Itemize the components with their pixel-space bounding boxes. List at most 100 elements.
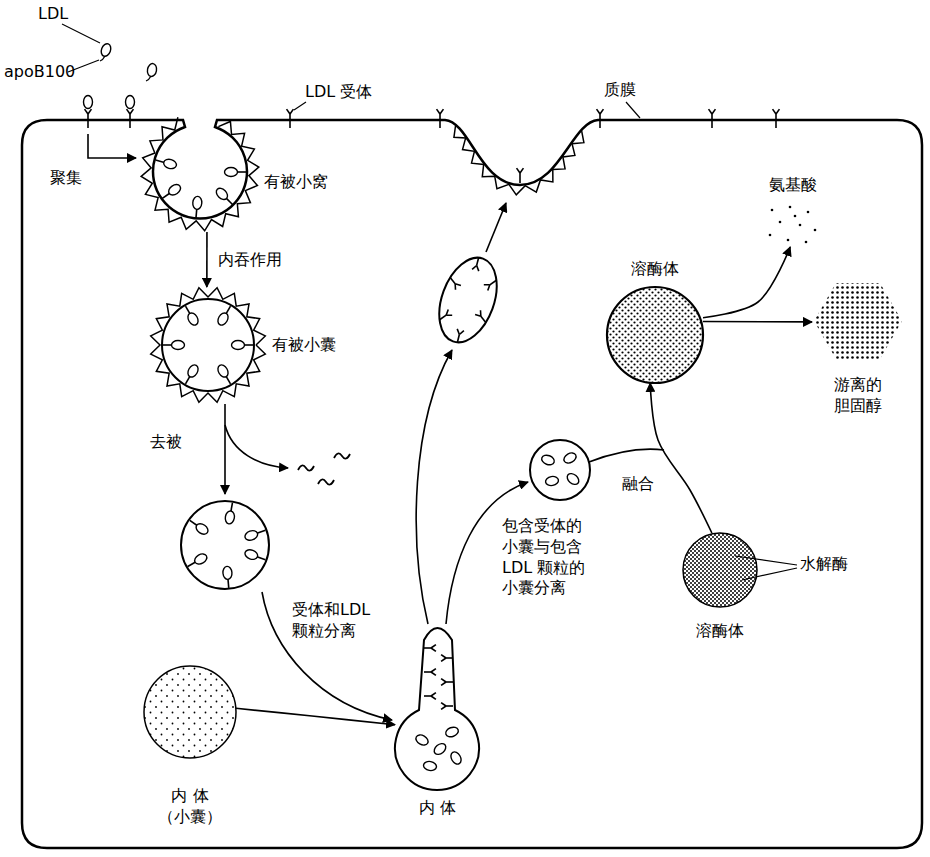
process-arrows [88,134,664,720]
coated-vesicle [162,299,254,391]
receptor-symbol [431,645,436,648]
amino-acid-dot [794,215,797,218]
ldl-particle [146,63,157,77]
receptor-symbol [287,109,290,114]
receptor-symbol [237,171,246,173]
node-heading: 溶酶体 [680,621,760,642]
receptor-symbol [517,168,520,173]
ldl-particle [186,363,200,379]
receptor-symbol [441,658,446,661]
receptor-symbol [424,647,431,649]
endosome: 内 体 [395,618,480,793]
node-heading: 氨基酸 [753,175,833,196]
recycling-vesicle [429,250,508,350]
node-heading: 溶酶体 [607,259,703,280]
receptor-symbol [446,310,448,316]
receptor-symbol [441,682,446,685]
receptor-symbol [226,376,231,384]
receptor-symbol [129,114,131,128]
receptor-symbol [186,306,191,314]
receptor-symbol [441,655,446,658]
coated-vesicle: 有被小囊 [150,287,266,403]
leader-lines [62,24,797,580]
endosome-vesicle [144,666,236,758]
ldl-particle [192,196,202,210]
receptor-symbol [481,316,486,322]
receptor-symbol [431,696,436,699]
amino-acid-dot [771,209,774,212]
endosome-vesicle: 内 体 （小囊） [144,666,236,758]
receptor-symbol [431,693,436,696]
receptor-symbol [226,306,231,314]
ldl-particle [224,510,235,524]
ldl-particle [216,311,230,327]
process-arrow [236,708,395,724]
receptor-symbol [773,109,776,114]
receptor-symbol [775,114,777,128]
receptor-symbol [477,265,479,271]
step-label: 包含受体的 小囊与包含 LDL 颗粒的 小囊分离 [502,516,594,599]
step-label: 受体和LDL 颗粒分离 [292,600,384,642]
receptor-symbol [599,114,601,128]
ldl-particle [449,750,463,766]
receptor-symbol [257,530,265,533]
ldl-particle [186,311,200,327]
amino-acid-dot [787,239,790,242]
amino-acid-dot [769,234,772,237]
receptor-symbol [130,109,133,114]
membrane-label: 质膜 [604,80,636,101]
step-label: 去被 [150,432,182,453]
ldl-vesicle [530,440,590,500]
ldl-particle [562,451,578,465]
receptor-symbol [227,579,229,588]
receptor-symbol [257,557,265,560]
amino-acid-dot [779,221,782,224]
ldl-particle [100,42,113,57]
process-arrow [650,383,712,533]
receptor-symbol [290,109,293,114]
endosome [395,628,479,790]
receptor-symbol [441,706,446,709]
receptor-symbol [776,109,779,114]
receptor-symbol [195,209,197,218]
uncoated-vesicle [181,501,269,589]
receptor-symbol [156,160,165,162]
receptor-symbol [188,562,196,567]
ldl-particle [126,96,135,109]
receptor-symbol [88,109,91,114]
node-heading: 内 体 [395,798,480,819]
step-label: 聚集 [50,168,82,189]
ldl-particle [545,475,559,486]
receptor-symbol [87,114,89,128]
ldl-particle [423,760,437,771]
receptor-symbol [226,198,232,204]
ldl-particle [194,522,210,537]
receptor-symbol [127,109,130,114]
receptor-symbol [472,265,477,269]
plasma-membrane [22,120,922,848]
receptor-symbol [244,344,253,346]
ldl-particle [163,158,178,170]
amino-acids: 氨基酸 [765,205,821,247]
ldl-particle [216,363,230,379]
receptor-symbol [446,314,452,316]
receptor-symbol [289,114,291,128]
receptor-symbol [600,109,603,114]
receptor-symbol [441,679,446,682]
receptor-symbol [457,335,459,343]
ldl-particle [432,741,448,756]
receptor-symbol [446,705,453,707]
edge-label: 内吞作用 [218,250,282,271]
receptor-symbol [520,168,523,173]
ldl-particle [225,168,238,177]
receptor-symbol [519,173,521,183]
ldl-particle [444,726,459,739]
free-cholesterol: 游离的 胆固醇 [812,275,904,367]
clathrin-coat [454,126,584,195]
enzyme-label: 水解酶 [800,554,848,575]
receptor-symbol [231,503,233,512]
lysosome [607,287,703,383]
apob-tail [100,56,105,61]
edge-label: 融合 [622,474,654,495]
